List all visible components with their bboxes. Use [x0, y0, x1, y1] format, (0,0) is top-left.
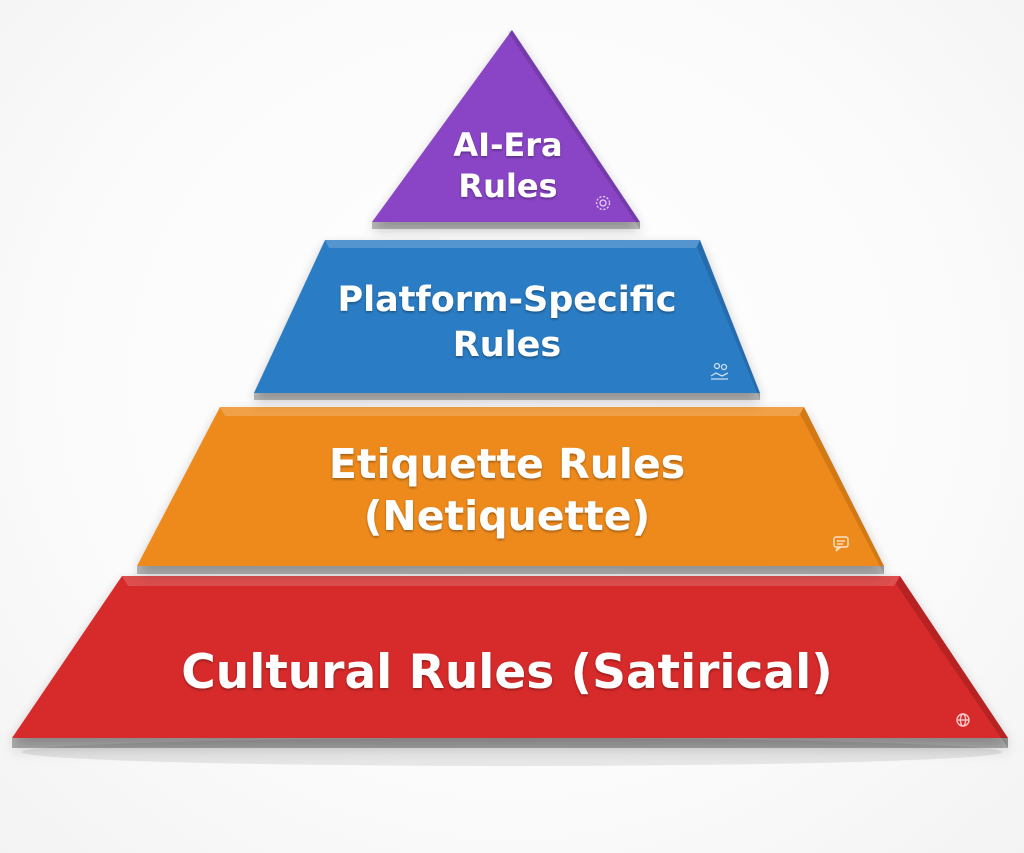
tier-etiquette-label-line2: (Netiquette)	[364, 492, 651, 540]
tier-etiquette-side	[800, 407, 884, 574]
handshake-icon	[710, 362, 729, 380]
tier-ai-era-side	[508, 30, 640, 229]
tier-etiquette	[137, 407, 884, 574]
chat-bubble-icon	[833, 536, 849, 552]
tier-platform-front	[254, 240, 760, 393]
tier-etiquette-front	[137, 407, 884, 566]
tier-platform-label-line1: Platform-Specific	[338, 280, 677, 320]
tier-ai-era-front	[372, 30, 640, 222]
tier-ai-era-label-line1: AI-Era	[453, 126, 562, 164]
tier-platform-label-line2: Rules	[453, 325, 561, 365]
tier-cultural-front	[12, 576, 1008, 738]
tier-cultural	[12, 576, 1008, 748]
tier-cultural-base	[12, 738, 1008, 748]
tier-etiquette-label-line1: Etiquette Rules	[329, 440, 685, 488]
globe-icon	[956, 713, 970, 727]
tier-ai-era-label-line2: Rules	[458, 167, 557, 205]
tier-platform-top-bevel	[325, 240, 700, 248]
tier-platform	[254, 240, 760, 400]
tier-etiquette-top-bevel	[220, 407, 804, 416]
tier-etiquette-base	[137, 566, 884, 574]
tier-ai-era-base	[372, 222, 640, 229]
tier-cultural-side	[896, 576, 1008, 748]
tier-platform-base	[254, 393, 760, 400]
gear-icon	[595, 195, 611, 211]
tier-platform-side	[697, 240, 760, 400]
tier-ai-era	[372, 30, 640, 229]
tier-cultural-top-bevel	[122, 576, 900, 586]
tier-cultural-label: Cultural Rules (Satirical)	[181, 645, 832, 700]
